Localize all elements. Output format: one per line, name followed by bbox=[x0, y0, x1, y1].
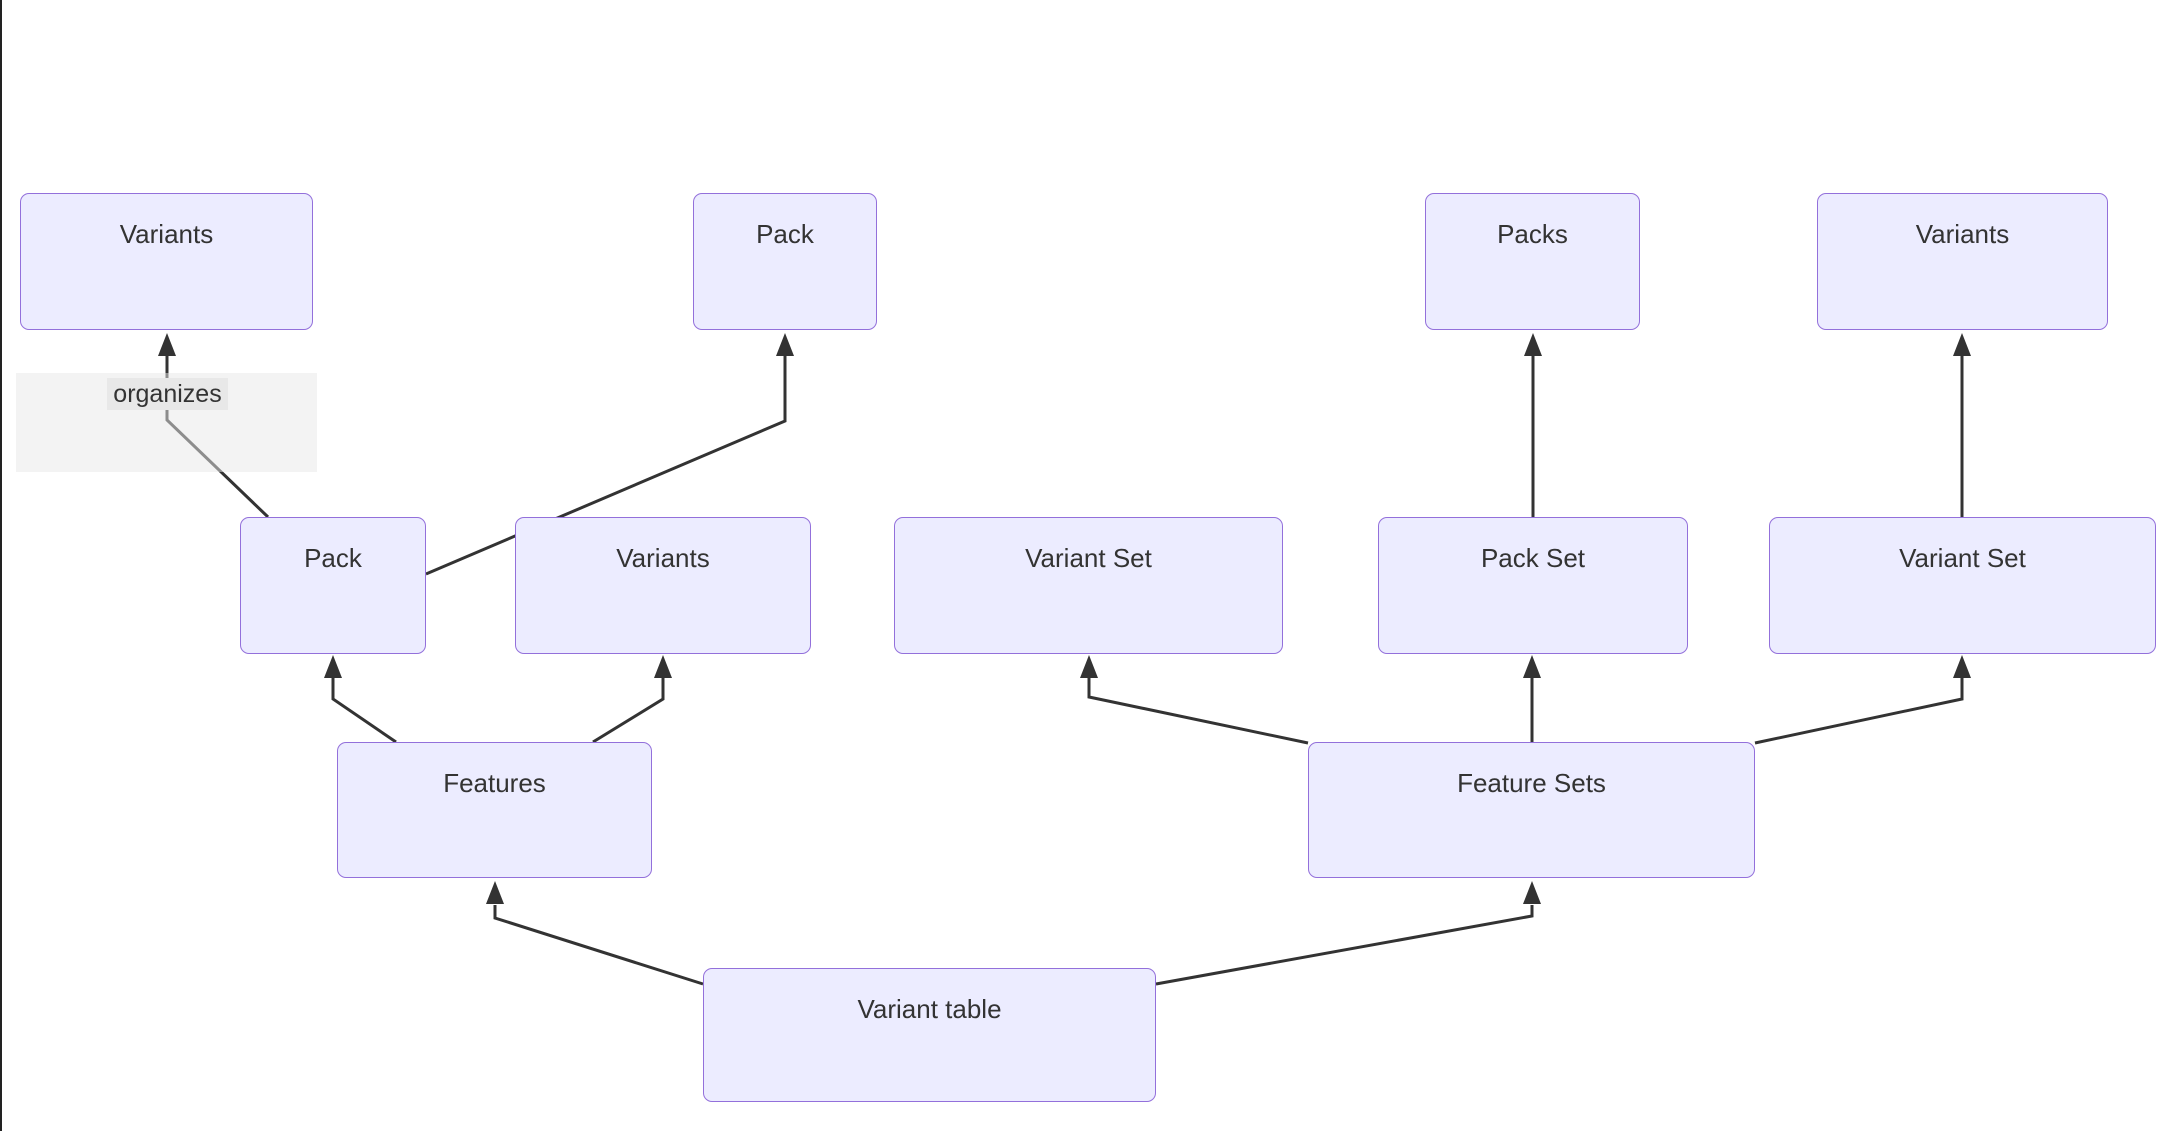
arrowhead-icon bbox=[1523, 881, 1541, 904]
node-features: Features bbox=[337, 742, 652, 878]
node-variant-set-left: Variant Set bbox=[894, 517, 1283, 654]
window-left-edge bbox=[0, 0, 2, 1131]
edge-variant-set-to-variants bbox=[1953, 333, 1971, 517]
node-variants-mid: Variants bbox=[515, 517, 811, 654]
node-variant-table: Variant table bbox=[703, 968, 1156, 1102]
edge-features-to-pack bbox=[324, 655, 397, 744]
arrowhead-icon bbox=[1523, 655, 1541, 678]
node-label: Packs bbox=[1497, 219, 1568, 249]
node-feature-sets: Feature Sets bbox=[1308, 742, 1755, 878]
arrowhead-icon bbox=[1524, 333, 1542, 356]
edge-label-organizes: organizes bbox=[107, 378, 228, 410]
arrowhead-icon bbox=[158, 333, 176, 356]
node-pack-top: Pack bbox=[693, 193, 877, 330]
node-label: Variants bbox=[616, 543, 710, 573]
node-label: Features bbox=[443, 768, 546, 798]
edge-feature-sets-to-variant-set-left bbox=[1080, 655, 1309, 745]
node-packs: Packs bbox=[1425, 193, 1640, 330]
arrowhead-icon bbox=[654, 655, 672, 678]
node-pack-set: Pack Set bbox=[1378, 517, 1688, 654]
arrowhead-icon bbox=[1080, 655, 1098, 678]
arrowhead-icon bbox=[776, 333, 794, 356]
node-pack-mid: Pack bbox=[240, 517, 426, 654]
node-label: Variant Set bbox=[1025, 543, 1152, 573]
edge-pack-set-to-packs bbox=[1524, 333, 1542, 517]
arrowhead-icon bbox=[1953, 333, 1971, 356]
edge-variant-table-to-features bbox=[486, 881, 704, 986]
edge-features-to-variants bbox=[592, 655, 672, 744]
edge-feature-sets-to-variant-set-right bbox=[1754, 655, 1971, 745]
node-label: Feature Sets bbox=[1457, 768, 1606, 798]
node-label: Pack bbox=[756, 219, 814, 249]
node-label: Pack Set bbox=[1480, 543, 1586, 573]
node-label: Variant table bbox=[857, 994, 1002, 1024]
node-label: Pack bbox=[304, 543, 362, 573]
node-variants-top-left: Variants bbox=[20, 193, 313, 330]
edge-variant-table-to-feature-sets bbox=[1155, 881, 1541, 986]
node-variant-set-right: Variant Set bbox=[1769, 517, 2156, 654]
node-label: Variants bbox=[119, 219, 214, 249]
edge-feature-sets-to-pack-set bbox=[1523, 655, 1541, 742]
arrowhead-icon bbox=[324, 655, 342, 678]
node-variants-top-right: Variants bbox=[1817, 193, 2108, 330]
arrowhead-icon bbox=[486, 881, 504, 904]
node-label: Variant Set bbox=[1899, 543, 2026, 573]
arrowhead-icon bbox=[1953, 655, 1971, 678]
node-label: Variants bbox=[1915, 219, 2010, 249]
